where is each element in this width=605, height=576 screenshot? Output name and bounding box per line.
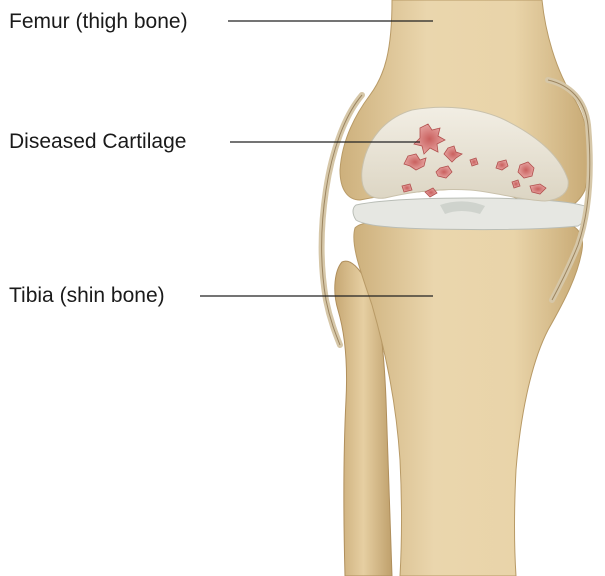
femur-label: Femur (thigh bone) <box>9 11 188 32</box>
diseased-cartilage-label: Diseased Cartilage <box>9 131 186 152</box>
tibia-label: Tibia (shin bone) <box>9 285 165 306</box>
